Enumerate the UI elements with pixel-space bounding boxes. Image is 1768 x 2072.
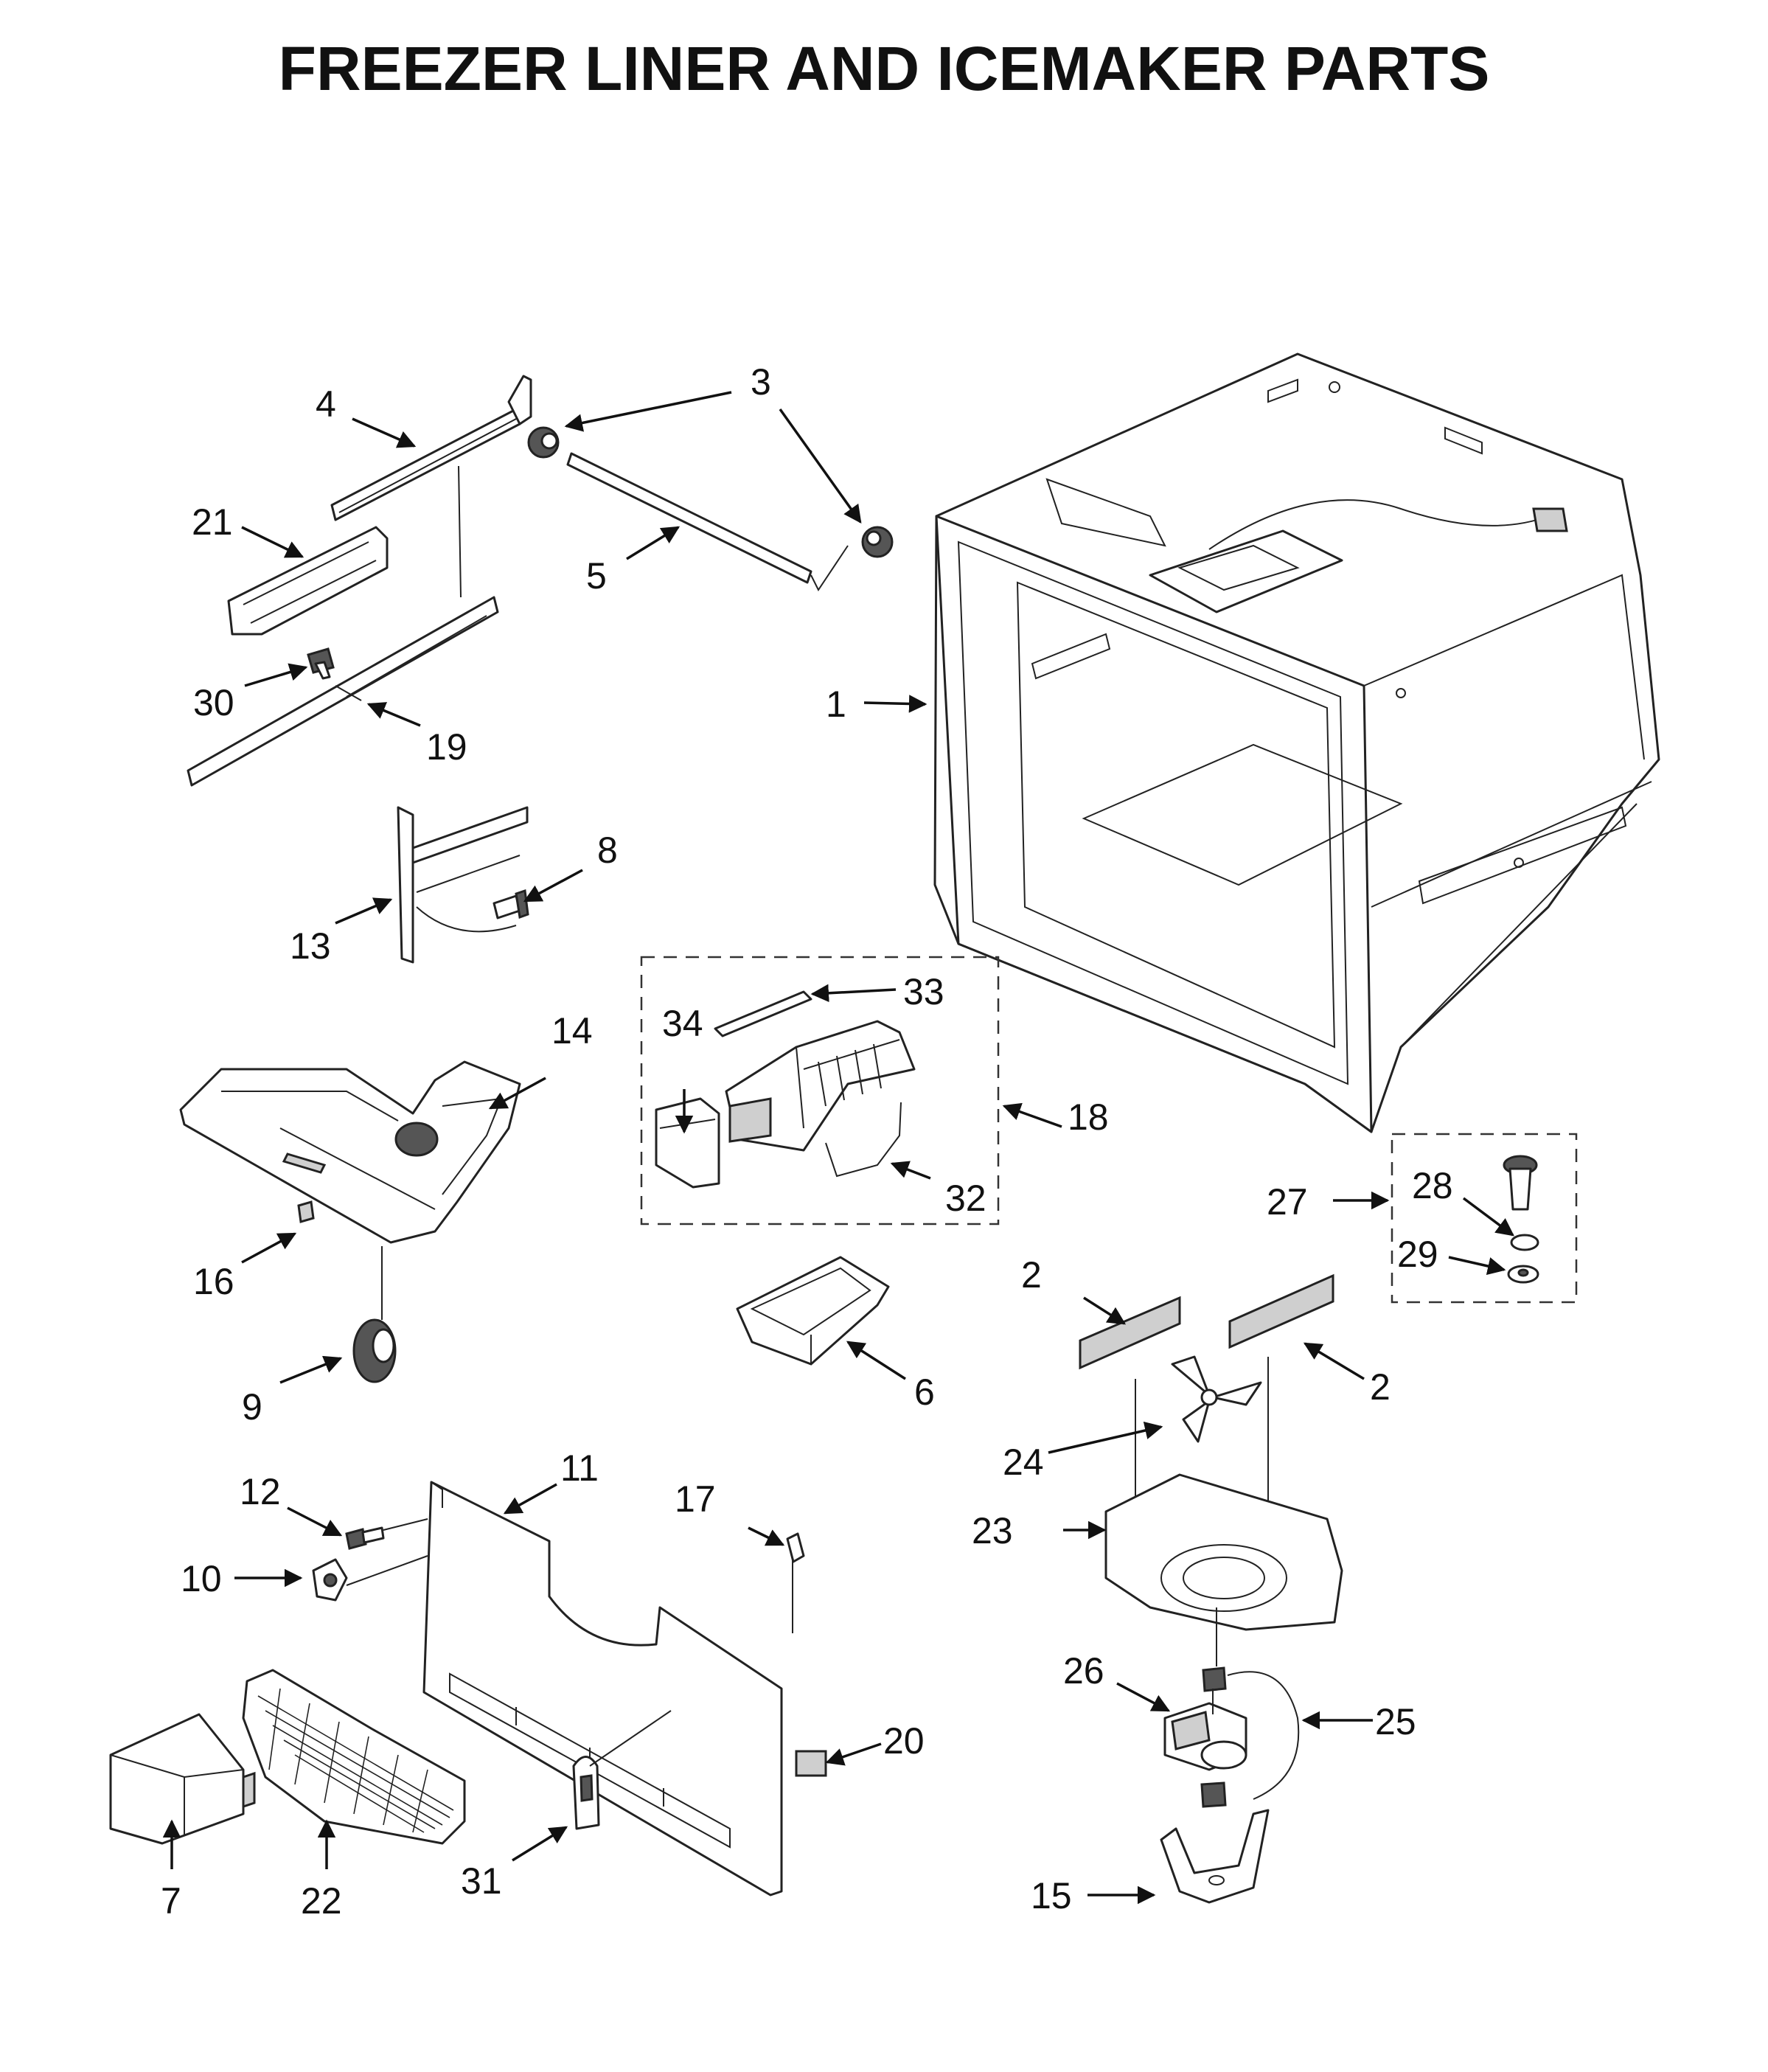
callout-29: 29 bbox=[1397, 1234, 1438, 1275]
callout-25: 25 bbox=[1375, 1701, 1416, 1742]
icemaker-assembly-box bbox=[640, 956, 1000, 1226]
part-icemaker-33 bbox=[714, 990, 812, 1037]
callout-4: 4 bbox=[316, 383, 336, 425]
part-auger-9 bbox=[352, 1318, 397, 1383]
part-foam-2b bbox=[1228, 1273, 1334, 1349]
callout-34: 34 bbox=[662, 1003, 703, 1044]
part-screw-8 bbox=[493, 889, 529, 919]
callout-14: 14 bbox=[551, 1010, 593, 1051]
callout-22: 22 bbox=[301, 1880, 342, 1922]
callout-33: 33 bbox=[903, 971, 944, 1012]
part-wire-32 bbox=[825, 1102, 902, 1178]
callout-12: 12 bbox=[240, 1471, 281, 1512]
part-icemaker-body bbox=[725, 1020, 916, 1152]
part-gear-3b bbox=[861, 526, 894, 558]
part-washer-29 bbox=[1507, 1265, 1539, 1284]
part-slide-bracket-21 bbox=[227, 526, 389, 636]
part-bucket-6 bbox=[736, 1256, 890, 1366]
part-rear-panel-11 bbox=[422, 1481, 783, 1897]
part-cover-34 bbox=[655, 1097, 720, 1189]
callout-6: 6 bbox=[914, 1372, 935, 1413]
part-fan-housing-23 bbox=[1104, 1473, 1343, 1631]
part-ice-bin-14 bbox=[179, 1060, 521, 1244]
part-sensor-17 bbox=[786, 1532, 805, 1633]
part-bracket-10 bbox=[312, 1558, 348, 1602]
part-fan-blade-24 bbox=[1171, 1355, 1262, 1443]
callout-21: 21 bbox=[192, 501, 233, 543]
part-cover-7 bbox=[109, 1713, 256, 1845]
water-fitting-box bbox=[1391, 1133, 1578, 1304]
callout-labels: 1 2 2 3 4 5 6 7 8 9 10 11 12 13 14 15 16… bbox=[161, 361, 1453, 1922]
callout-30: 30 bbox=[193, 682, 234, 723]
callout-19: 19 bbox=[426, 726, 467, 768]
part-grommet-upper bbox=[1202, 1666, 1227, 1692]
callout-13: 13 bbox=[290, 925, 331, 967]
callout-16: 16 bbox=[193, 1261, 234, 1302]
callout-26: 26 bbox=[1063, 1650, 1104, 1692]
part-slide-rail-4 bbox=[330, 375, 532, 521]
callout-17: 17 bbox=[675, 1478, 716, 1520]
part-slide-rail-19 bbox=[187, 596, 499, 787]
callout-2a: 2 bbox=[1021, 1254, 1042, 1296]
part-grille-22 bbox=[242, 1669, 466, 1845]
callout-5: 5 bbox=[586, 555, 607, 597]
callout-32: 32 bbox=[945, 1178, 986, 1219]
part-screw-12 bbox=[345, 1526, 385, 1550]
callout-10: 10 bbox=[181, 1558, 222, 1599]
part-wire-harness-25 bbox=[1227, 1671, 1300, 1800]
callout-27: 27 bbox=[1267, 1181, 1308, 1223]
part-clip-31 bbox=[572, 1756, 600, 1830]
callout-2b: 2 bbox=[1370, 1366, 1391, 1408]
assembly-line bbox=[458, 465, 462, 598]
callout-8: 8 bbox=[597, 830, 618, 871]
leader-lines bbox=[162, 391, 1514, 1905]
callout-31: 31 bbox=[461, 1860, 502, 1902]
part-rod-5 bbox=[566, 452, 849, 591]
callout-23: 23 bbox=[972, 1510, 1013, 1551]
callout-24: 24 bbox=[1003, 1442, 1044, 1483]
part-screw-30 bbox=[307, 647, 335, 680]
callout-7: 7 bbox=[161, 1880, 181, 1922]
part-bracket-13 bbox=[397, 806, 529, 964]
part-foam-strip-20 bbox=[795, 1750, 827, 1777]
part-motor-26 bbox=[1163, 1689, 1247, 1771]
callout-1: 1 bbox=[826, 684, 846, 725]
callout-28: 28 bbox=[1412, 1165, 1453, 1206]
callout-9: 9 bbox=[242, 1386, 262, 1428]
callout-3: 3 bbox=[751, 361, 771, 403]
diagram-title: FREEZER LINER AND ICEMAKER PARTS bbox=[279, 34, 1490, 103]
part-freezer-liner bbox=[933, 352, 1660, 1133]
part-motor-bracket-15 bbox=[1160, 1809, 1270, 1904]
assembly-line bbox=[589, 1710, 672, 1767]
part-gear-3a bbox=[527, 426, 560, 459]
part-foam-2a bbox=[1079, 1296, 1181, 1370]
callout-15: 15 bbox=[1031, 1875, 1072, 1916]
callout-11: 11 bbox=[560, 1447, 599, 1489]
part-clip-16 bbox=[297, 1200, 315, 1223]
part-grommet-lower bbox=[1200, 1781, 1227, 1808]
callout-18: 18 bbox=[1068, 1096, 1109, 1138]
callout-20: 20 bbox=[883, 1720, 925, 1762]
part-fitting-28 bbox=[1503, 1155, 1538, 1211]
assembly-line bbox=[346, 1518, 428, 1586]
part-oring-28 bbox=[1510, 1234, 1539, 1251]
